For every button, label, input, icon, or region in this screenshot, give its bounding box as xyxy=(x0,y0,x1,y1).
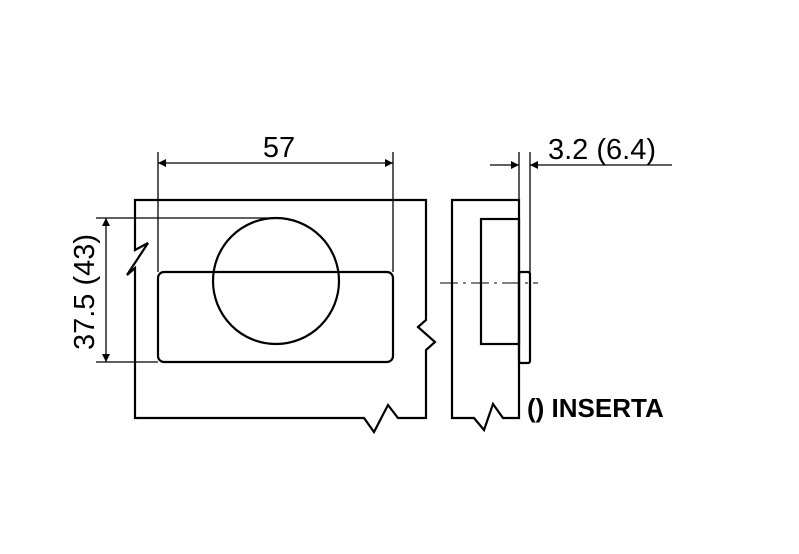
inserta-note: () INSERTA xyxy=(527,393,664,423)
depth-dimension: 3.2 (6.4) xyxy=(490,134,672,272)
width-label: 57 xyxy=(263,132,295,164)
hinge-cup-circle xyxy=(211,216,341,346)
width-dimension: 57 xyxy=(157,132,394,272)
height-dimension: 37.5 (43) xyxy=(69,217,276,363)
side-view xyxy=(440,198,538,433)
front-view xyxy=(126,198,437,435)
side-view-outline xyxy=(450,198,521,433)
height-label: 37.5 (43) xyxy=(69,234,101,350)
hinge-plate xyxy=(156,270,395,364)
side-cup-flange xyxy=(517,270,532,365)
front-view-outline xyxy=(126,198,437,435)
side-cup-recess xyxy=(479,217,521,346)
depth-label: 3.2 (6.4) xyxy=(548,134,656,166)
